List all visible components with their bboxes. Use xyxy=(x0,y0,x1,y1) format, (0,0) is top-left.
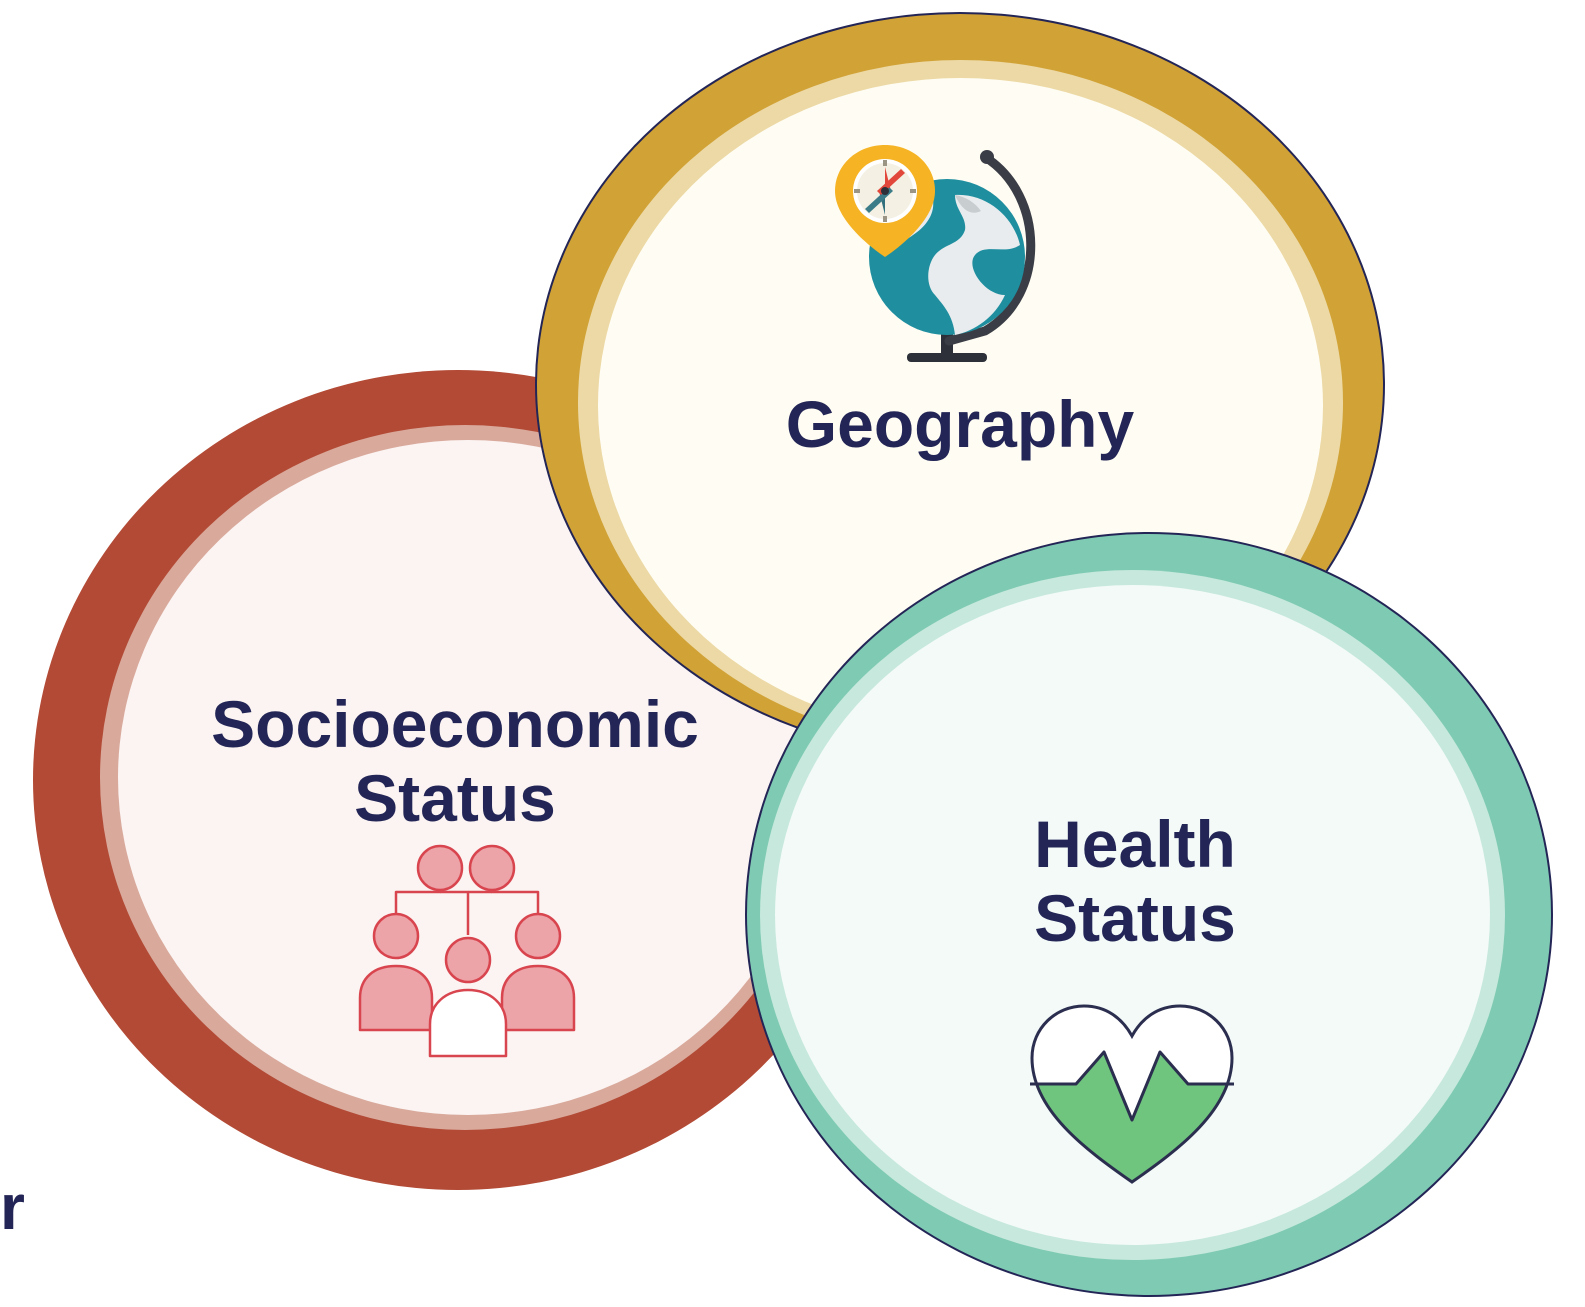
health-label: Health Status xyxy=(935,807,1335,956)
geography-label: Geography xyxy=(740,387,1180,462)
socioeconomic-title-line1: Socioeconomic xyxy=(211,687,699,761)
geography-title: Geography xyxy=(785,387,1135,461)
socioeconomic-label: Socioeconomic Status xyxy=(155,687,755,836)
people-network-icon xyxy=(352,840,584,1062)
cropped-text-fragment: r xyxy=(0,1171,25,1243)
health-title-line1: Health xyxy=(1034,807,1236,881)
health-title-line2: Status xyxy=(1034,880,1236,955)
socioeconomic-title-line2: Status xyxy=(354,760,556,835)
heart-pulse-icon xyxy=(1026,1000,1238,1190)
globe-compass-icon xyxy=(835,145,1065,370)
